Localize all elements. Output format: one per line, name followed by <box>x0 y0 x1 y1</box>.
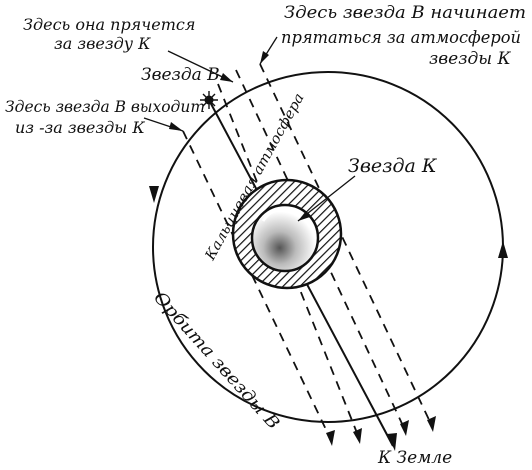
pointer-star-k-arrow <box>298 211 310 221</box>
label-begin-atmosphere-line3: звезды К <box>429 49 512 69</box>
pointer-hide-behind-arrow <box>220 73 233 82</box>
label-orbit: Орбита звезды В <box>149 288 283 434</box>
orbit-arrow-left <box>149 186 159 203</box>
label-hide-behind-line2: за звезду К <box>54 34 151 53</box>
dashed-arrow-3 <box>400 420 409 436</box>
label-begin-atmosphere-line2: прятаться за атмосферой <box>281 28 521 48</box>
star-b <box>200 91 218 109</box>
label-star-k: Звезда К <box>348 155 438 177</box>
label-star-b: Звезда В <box>141 65 220 85</box>
label-emerge-line2: из -за звезды К <box>15 118 145 137</box>
label-hide-behind-line1: Здесь она прячется <box>23 15 195 34</box>
pointer-emerge-arrow <box>169 122 183 131</box>
label-emerge-line1: Здесь звезда В выходит <box>5 97 205 116</box>
star-k-limb <box>261 206 307 222</box>
star-k <box>250 203 320 273</box>
label-to-earth: К Земле <box>377 448 452 468</box>
dashed-line-4 <box>259 63 433 427</box>
pointer-begin-atmosphere-arrow <box>260 51 269 64</box>
label-begin-atmosphere-line1: Здесь звезда В начинает <box>284 3 526 23</box>
line-of-sight-arrow <box>387 433 397 451</box>
dashed-arrow-2 <box>353 428 362 444</box>
dashed-arrow-4 <box>427 416 436 432</box>
orbit-arrow-right <box>498 241 508 258</box>
dashed-arrow-1 <box>326 430 335 446</box>
